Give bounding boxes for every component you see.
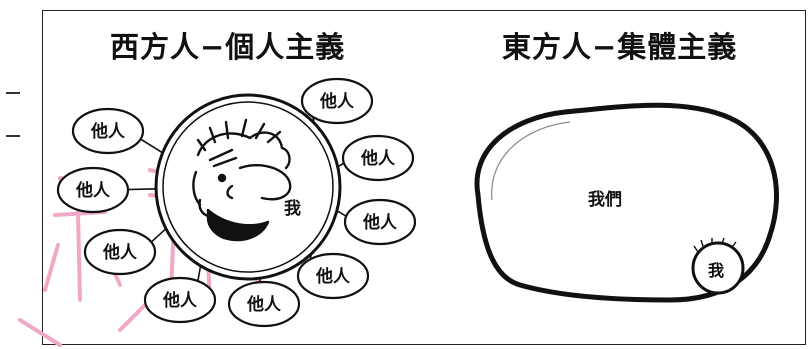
- other-person-oval: [341, 134, 415, 182]
- other-person-label: 他人: [360, 148, 396, 169]
- other-person-label: 他人: [362, 212, 398, 233]
- other-person-label: 他人: [102, 242, 138, 263]
- side-tick-mark: [6, 135, 20, 137]
- other-person-oval: [83, 228, 157, 276]
- other-person-label: 他人: [75, 180, 111, 201]
- other-person-oval: [71, 107, 145, 155]
- diagram-frame: [42, 10, 806, 345]
- side-tick-mark: [6, 92, 20, 94]
- self-label: 我: [284, 199, 301, 219]
- other-person-label: 他人: [90, 121, 126, 142]
- other-person-label: 他人: [162, 290, 198, 311]
- other-person-label: 他人: [319, 91, 355, 112]
- group-label: 我們: [588, 189, 622, 210]
- self-small-label: 我: [708, 261, 724, 280]
- right-panel-title: 東方人−集體主義: [502, 30, 738, 64]
- other-person-oval: [227, 280, 301, 328]
- other-person-oval: [143, 276, 217, 324]
- connector-line: [149, 228, 167, 244]
- connector-line: [126, 187, 157, 191]
- left-panel-title: 西方人−個人主義: [110, 30, 346, 64]
- other-person-label: 他人: [315, 266, 351, 287]
- cartoon-face-illustration: [192, 118, 292, 242]
- self-circle: [154, 93, 342, 281]
- other-person-label: 他人: [246, 294, 282, 315]
- other-person-oval: [343, 198, 417, 246]
- connector-line: [139, 137, 164, 154]
- self-small-circle: [691, 237, 745, 295]
- other-person-oval: [56, 166, 130, 214]
- other-person-oval: [296, 252, 370, 300]
- other-person-oval: [300, 77, 374, 125]
